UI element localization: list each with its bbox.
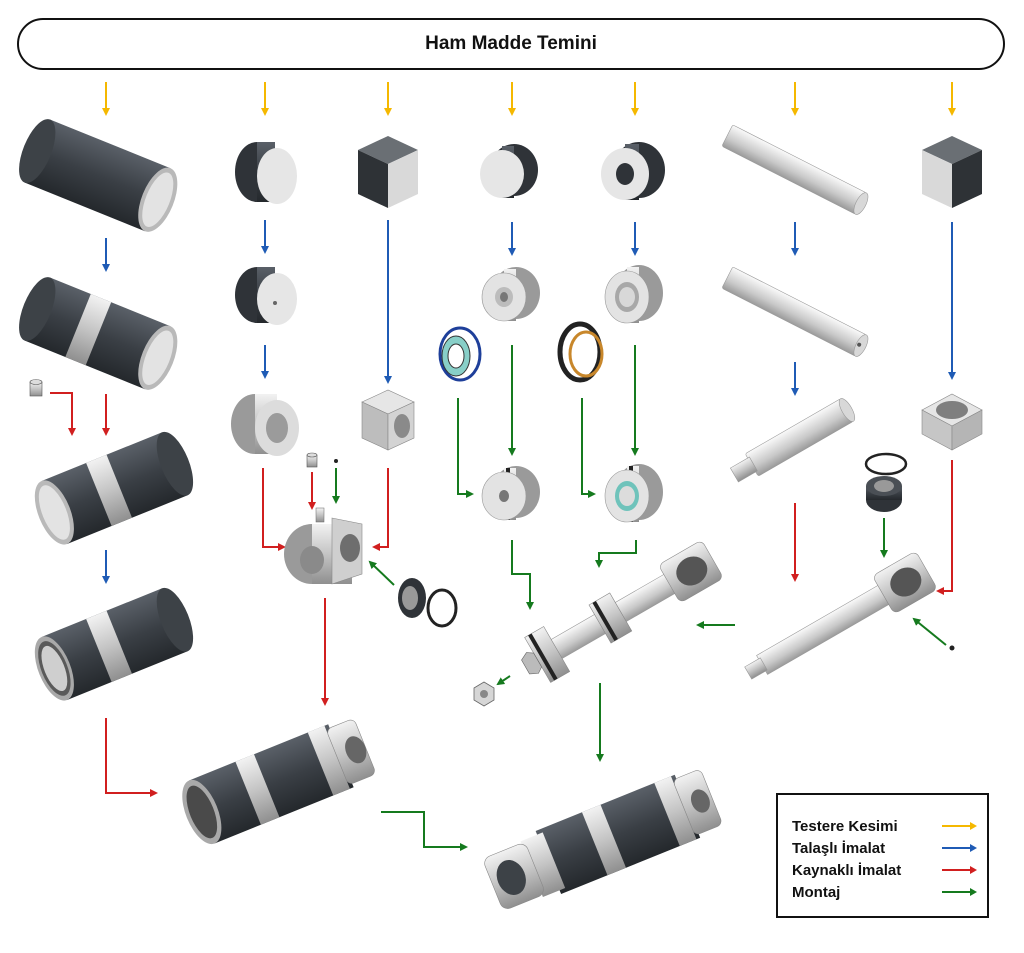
legend-label-welding: Kaynaklı İmalat bbox=[792, 861, 902, 879]
machining-arrows bbox=[102, 220, 956, 584]
tube-machined-part bbox=[19, 277, 178, 390]
rear-cap-assembly-part bbox=[284, 507, 363, 585]
rod-drilled-part bbox=[722, 267, 869, 357]
rear-seal-ring-part bbox=[426, 588, 458, 628]
rod-bar-raw-part bbox=[722, 125, 869, 215]
eye-bearing-part bbox=[866, 476, 902, 512]
round-bar-machined-part bbox=[235, 267, 297, 325]
ring-raw-part bbox=[601, 142, 665, 200]
piston-assembled-part bbox=[481, 466, 540, 521]
legend-arrow-blue-icon bbox=[942, 844, 977, 852]
eye-block-part bbox=[921, 393, 983, 451]
cylinder-complete-part bbox=[484, 770, 722, 909]
port-bush-part bbox=[29, 379, 43, 397]
piston-seal-part bbox=[438, 326, 482, 382]
small-nipple-part bbox=[334, 459, 338, 463]
tube-raw-part bbox=[19, 119, 178, 232]
process-header: Ham Madde Temini bbox=[17, 18, 1005, 70]
grease-nipple-part bbox=[949, 645, 955, 651]
piston-machined-part bbox=[481, 267, 540, 322]
gland-machined-part bbox=[604, 265, 663, 324]
barrel-finished-part bbox=[34, 587, 194, 701]
rod-machined-part bbox=[729, 398, 856, 483]
legend-arrow-yellow-icon bbox=[942, 822, 977, 830]
header-title: Ham Madde Temini bbox=[425, 33, 597, 54]
square-block-raw-part bbox=[358, 136, 418, 208]
assembly-arrows bbox=[332, 345, 947, 851]
rear-cap-part bbox=[231, 394, 299, 456]
rod-end-part bbox=[744, 552, 936, 680]
legend-item-machining: Talaşlı İmalat bbox=[792, 837, 987, 859]
square-block-raw-2-part bbox=[922, 136, 982, 208]
rod-seal-part bbox=[557, 321, 604, 383]
eye-seal-ring-part bbox=[864, 452, 908, 476]
round-bar-raw-part bbox=[235, 142, 297, 204]
nut-part bbox=[473, 681, 495, 707]
legend-item-saw: Testere Kesimi bbox=[792, 815, 987, 837]
saw-cut-arrows bbox=[102, 82, 956, 116]
rear-bearing-part bbox=[398, 578, 426, 618]
cylinder-welded-part bbox=[182, 719, 375, 845]
small-disc-raw-part bbox=[480, 144, 538, 198]
legend-arrow-red-icon bbox=[942, 866, 977, 874]
legend-arrow-green-icon bbox=[942, 888, 977, 896]
legend-box: Testere Kesimi Talaşlı İmalat Kaynaklı İ… bbox=[776, 793, 989, 918]
pin-bush-part bbox=[306, 452, 318, 468]
welding-arrows bbox=[50, 392, 953, 797]
legend-label-assembly: Montaj bbox=[792, 883, 841, 901]
legend-label-machining: Talaşlı İmalat bbox=[792, 839, 886, 857]
barrel-welded-part bbox=[34, 431, 194, 545]
legend-label-saw: Testere Kesimi bbox=[792, 817, 898, 835]
rod-assembly-part bbox=[521, 541, 722, 683]
gland-assembled-part bbox=[604, 464, 663, 523]
legend-item-welding: Kaynaklı İmalat bbox=[792, 859, 987, 881]
legend-item-assembly: Montaj bbox=[792, 881, 987, 903]
rear-block-part bbox=[361, 389, 415, 451]
